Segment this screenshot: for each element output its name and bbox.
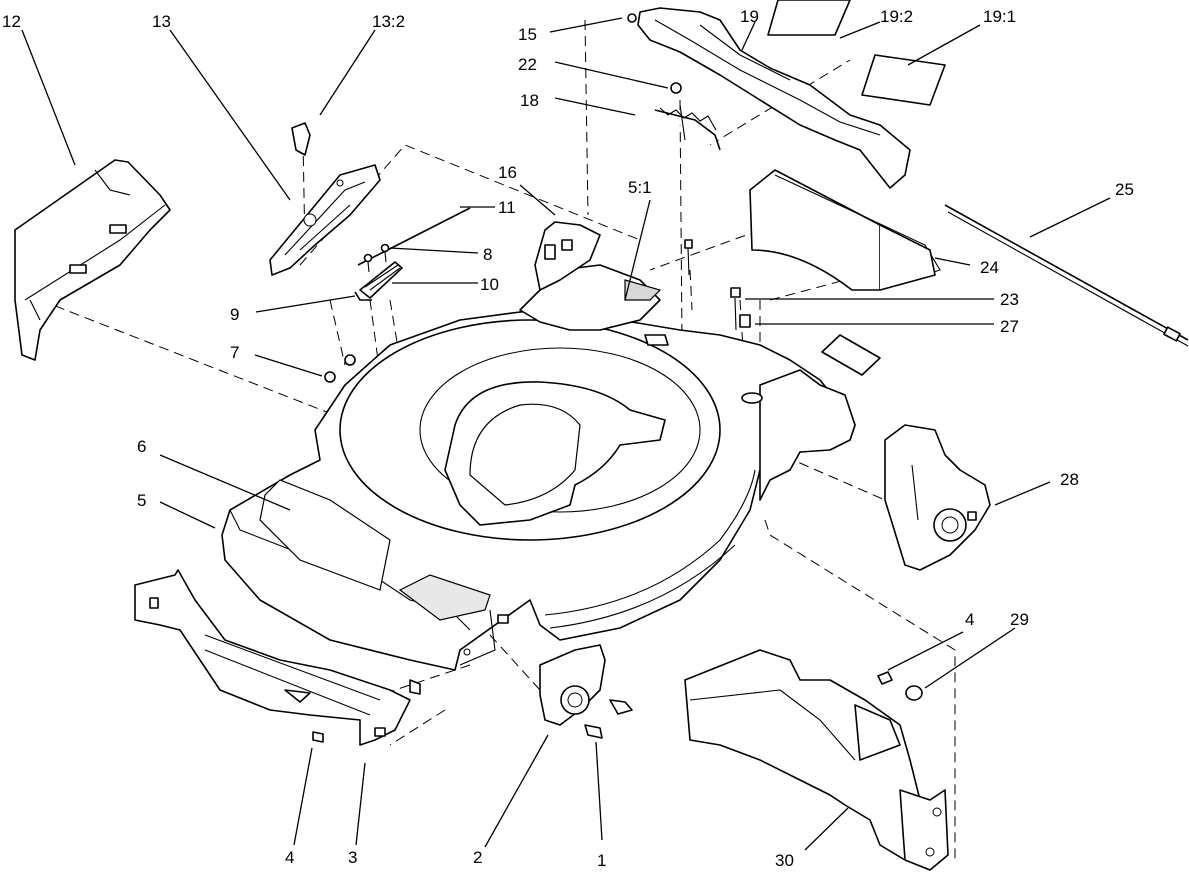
leader-lines xyxy=(21,17,1111,851)
callout-9: 9 xyxy=(230,305,239,324)
height-fasteners xyxy=(684,239,763,404)
callout-19-1: 19:1 xyxy=(983,7,1016,26)
callout-25: 25 xyxy=(1115,180,1134,199)
callout-24: 24 xyxy=(980,258,999,277)
callout-15: 15 xyxy=(518,25,537,44)
callout-5-1: 5:1 xyxy=(628,178,652,197)
callout-19-2: 19:2 xyxy=(880,7,913,26)
handle-bracket xyxy=(269,122,381,276)
callout-7: 7 xyxy=(230,343,239,362)
callout-29: 29 xyxy=(1010,610,1029,629)
callout-30: 30 xyxy=(775,851,794,870)
spring-assembly xyxy=(324,243,403,383)
upper-handle xyxy=(627,7,911,189)
callout-23: 23 xyxy=(1000,290,1019,309)
decal-19-1 xyxy=(861,54,946,106)
long-rod xyxy=(944,204,1189,341)
front-axle-bracket xyxy=(134,569,421,746)
rear-deflector xyxy=(14,159,171,361)
rear-flap xyxy=(749,169,941,291)
callout-13-2: 13:2 xyxy=(372,12,405,31)
decal-19-2 xyxy=(767,0,851,36)
callout-11: 11 xyxy=(498,198,516,217)
callout-28: 28 xyxy=(1060,470,1079,489)
callout-1: 1 xyxy=(597,851,606,870)
rod xyxy=(357,207,471,266)
front-height-adjuster xyxy=(539,644,633,739)
callout-3: 3 xyxy=(348,848,357,867)
callout-12: 12 xyxy=(2,12,21,31)
mower-deck xyxy=(221,221,856,671)
callout-13: 13 xyxy=(152,12,171,31)
callout-2: 2 xyxy=(473,848,482,867)
callout-labels: 12 13 13:2 15 19 19:2 19:1 22 18 16 5:1 … xyxy=(2,7,1134,870)
side-discharge-chute xyxy=(684,649,949,871)
callout-4-right: 4 xyxy=(965,610,974,629)
callout-8: 8 xyxy=(483,245,492,264)
callout-10: 10 xyxy=(480,275,499,294)
callout-19: 19 xyxy=(740,7,759,26)
callout-6: 6 xyxy=(137,437,146,456)
callout-27: 27 xyxy=(1000,317,1019,336)
callout-18: 18 xyxy=(520,91,539,110)
cable-spring xyxy=(654,104,721,151)
callout-16: 16 xyxy=(498,163,517,182)
callout-4-left: 4 xyxy=(285,848,294,867)
decal-right xyxy=(821,334,881,376)
callout-22: 22 xyxy=(518,55,537,74)
rear-height-adjuster xyxy=(884,424,991,571)
callout-5: 5 xyxy=(137,491,146,510)
